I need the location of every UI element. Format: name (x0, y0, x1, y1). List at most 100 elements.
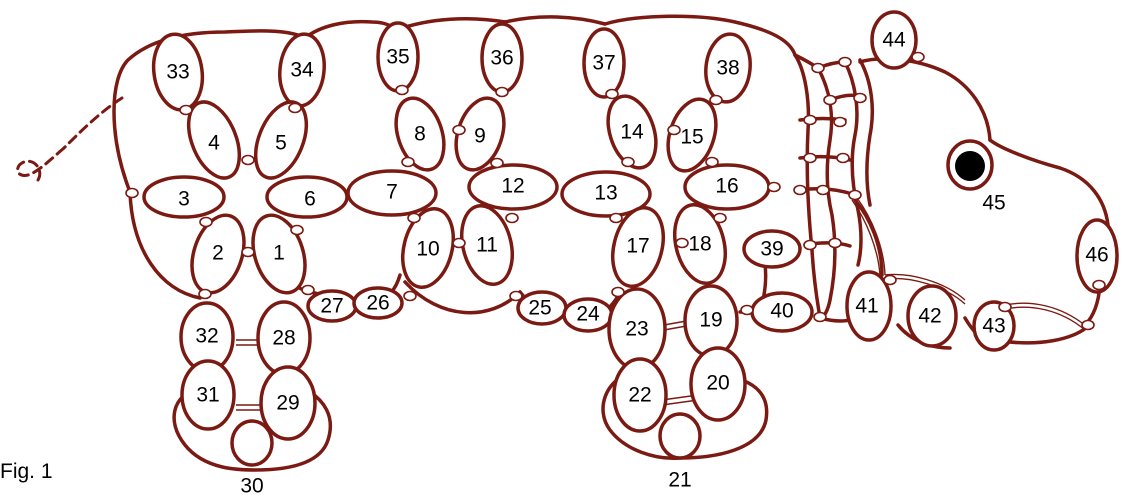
ring-label-12: 12 (501, 175, 524, 198)
picot-join (396, 86, 408, 95)
picot-join (884, 276, 896, 285)
picot-join (804, 241, 816, 250)
ring-label-31: 31 (196, 384, 219, 407)
picot-join (668, 126, 680, 135)
picot-join (834, 118, 846, 127)
ring-label-35: 35 (386, 46, 409, 69)
ring-label-43: 43 (982, 315, 1005, 338)
ring-21 (660, 414, 700, 458)
picot-join (622, 158, 634, 167)
ring-label-34: 34 (290, 59, 314, 82)
picot-join (829, 239, 841, 248)
ring-label-19: 19 (699, 309, 722, 332)
picot-join (817, 186, 829, 195)
ring-label-8: 8 (414, 123, 426, 146)
ring-label-16: 16 (715, 175, 738, 198)
picot-join (814, 313, 826, 322)
ring-label-28: 28 (272, 327, 295, 350)
picot-join (706, 158, 718, 167)
ring-label-10: 10 (416, 238, 439, 261)
ring-label-13: 13 (594, 182, 617, 205)
picot-join (839, 58, 851, 67)
picot-join (999, 303, 1011, 312)
picot-join (676, 239, 688, 248)
ring-label-2: 2 (212, 242, 224, 265)
ring-label-1: 1 (273, 242, 285, 265)
picot-join (854, 94, 866, 103)
ring-label-7: 7 (386, 181, 398, 204)
ring-30 (232, 421, 272, 465)
picot-join (768, 183, 780, 192)
picot-join (804, 116, 816, 125)
ring-label-6: 6 (304, 188, 316, 211)
ring-label-27: 27 (320, 295, 343, 318)
figure-caption: Fig. 1 (0, 460, 53, 483)
ring-label-36: 36 (490, 47, 513, 70)
ring-label-18: 18 (688, 233, 711, 256)
picot-join (741, 306, 753, 315)
picot-join (1082, 321, 1094, 330)
picot-join (453, 126, 465, 135)
ring-label-15: 15 (680, 126, 703, 149)
ring-label-21: 21 (668, 469, 691, 492)
ring-label-22: 22 (628, 384, 651, 407)
picot-join (199, 290, 211, 299)
picot-join (612, 288, 624, 297)
picot-join (126, 189, 138, 198)
ring-label-4: 4 (208, 132, 220, 155)
ring-label-42: 42 (918, 305, 941, 328)
picot-join (506, 214, 518, 223)
picot-join (912, 53, 924, 62)
picot-join (491, 159, 503, 168)
picot-join (242, 248, 254, 257)
eye-icon (955, 151, 985, 181)
ring-label-23: 23 (625, 318, 648, 341)
picot-join (824, 96, 836, 105)
picot-join (510, 292, 522, 301)
picot-join (610, 214, 622, 223)
picot-join (837, 154, 849, 163)
ring-label-29: 29 (276, 392, 299, 415)
ring-label-24: 24 (576, 303, 600, 326)
ring-label-41: 41 (855, 295, 878, 318)
picot-join (291, 226, 303, 235)
ring-label-37: 37 (592, 52, 615, 75)
picot-join (804, 154, 816, 163)
ring-label-9: 9 (474, 125, 486, 148)
picot-join (404, 292, 416, 301)
ring-label-14: 14 (620, 121, 644, 144)
picot-join (496, 88, 508, 97)
picot-join (402, 158, 414, 167)
ring-label-33: 33 (166, 61, 189, 84)
ring-label-32: 32 (195, 325, 218, 348)
ring-label-26: 26 (366, 292, 389, 315)
picot-join (242, 156, 254, 165)
picot-join (710, 96, 722, 105)
picot-join (302, 286, 314, 295)
ring-label-40: 40 (770, 300, 793, 323)
ring-label-30: 30 (240, 475, 263, 495)
ring-label-39: 39 (760, 238, 783, 261)
picot-join (408, 214, 420, 223)
picot-join (812, 64, 824, 73)
ring-label-46: 46 (1085, 244, 1108, 267)
picot-join (1093, 281, 1105, 290)
tail-dashed-chain (18, 98, 122, 180)
picot-join (714, 214, 726, 223)
ring-label-5: 5 (275, 132, 287, 155)
picot-join (794, 186, 806, 195)
ring-label-3: 3 (178, 188, 190, 211)
ring-label-17: 17 (626, 235, 649, 258)
ring-label-44: 44 (882, 29, 906, 52)
picot-join (849, 191, 861, 200)
picot-join (289, 104, 301, 113)
ring-label-25: 25 (528, 297, 551, 320)
picot-join (453, 239, 465, 248)
picot-join (200, 218, 212, 227)
picot-join (606, 90, 618, 99)
ring-label-20: 20 (706, 372, 729, 395)
ring-label-38: 38 (716, 57, 739, 80)
ring-label-11: 11 (476, 234, 498, 257)
ring-label-45: 45 (982, 192, 1005, 215)
